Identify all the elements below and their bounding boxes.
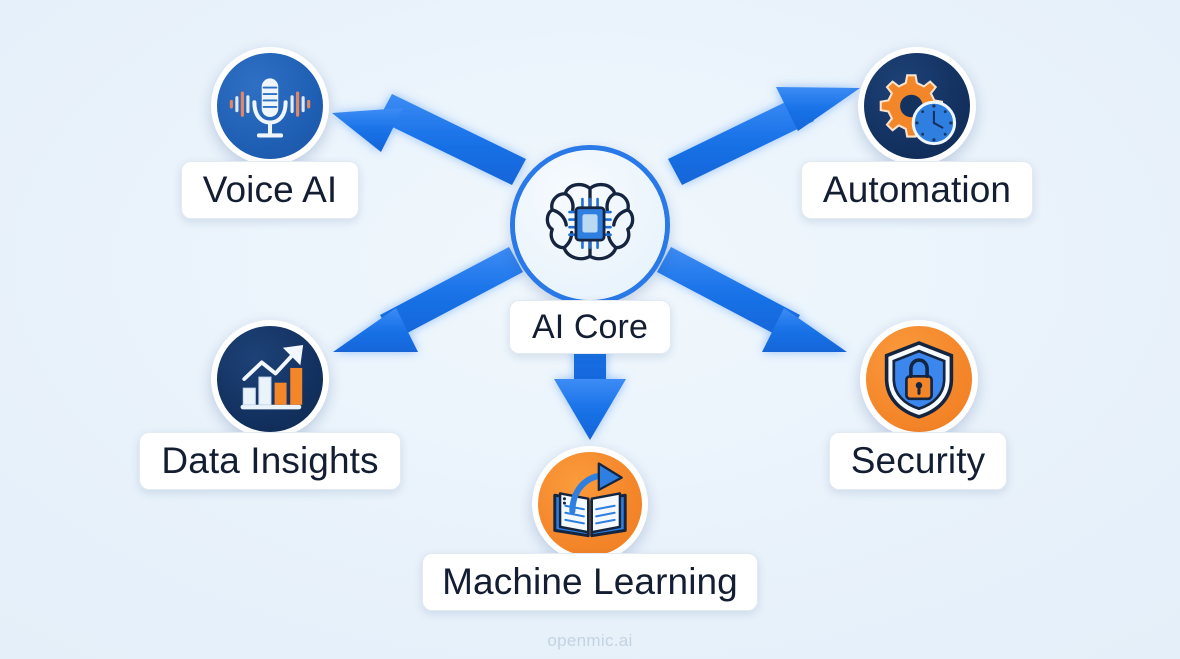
ai-core-disc	[515, 150, 665, 300]
node-voice-ai[interactable]	[211, 47, 329, 165]
node-machine-learning[interactable]	[532, 446, 648, 562]
label-voice-ai[interactable]: Voice AI	[181, 161, 359, 219]
label-ai-core-text: AI Core	[532, 307, 648, 346]
node-ai-core[interactable]	[510, 145, 670, 305]
label-security[interactable]: Security	[829, 432, 1007, 490]
node-automation[interactable]	[858, 47, 976, 165]
brain-chip-icon	[545, 182, 635, 261]
label-security-text: Security	[850, 440, 986, 481]
node-security[interactable]	[860, 320, 978, 438]
label-ai-core[interactable]: AI Core	[509, 300, 671, 354]
bar-chart-arrow-icon	[240, 344, 304, 410]
open-book-arrow-icon	[553, 462, 627, 538]
automation-disc	[864, 53, 970, 159]
security-disc	[866, 326, 972, 432]
watermark-text: openmic.ai	[547, 631, 633, 650]
label-automation-text: Automation	[822, 169, 1012, 210]
watermark: openmic.ai	[0, 631, 1180, 651]
node-data-insights[interactable]	[211, 320, 329, 438]
arrow-to-data-insights	[333, 247, 523, 352]
label-machine-learning-text: Machine Learning	[442, 561, 738, 602]
voice-ai-disc	[217, 53, 323, 159]
machine-learning-disc	[538, 452, 642, 556]
label-data-insights-text: Data Insights	[161, 440, 379, 481]
label-voice-ai-text: Voice AI	[202, 169, 338, 210]
data-insights-disc	[217, 326, 323, 432]
label-automation[interactable]: Automation	[801, 161, 1033, 219]
label-data-insights[interactable]: Data Insights	[139, 432, 401, 490]
arrow-to-voice-ai	[332, 94, 526, 185]
label-machine-learning[interactable]: Machine Learning	[422, 553, 758, 611]
arrow-to-security	[657, 247, 847, 352]
shield-lock-icon	[884, 341, 954, 419]
microphone-waveform-icon	[229, 78, 311, 138]
gear-clock-icon	[879, 74, 957, 146]
